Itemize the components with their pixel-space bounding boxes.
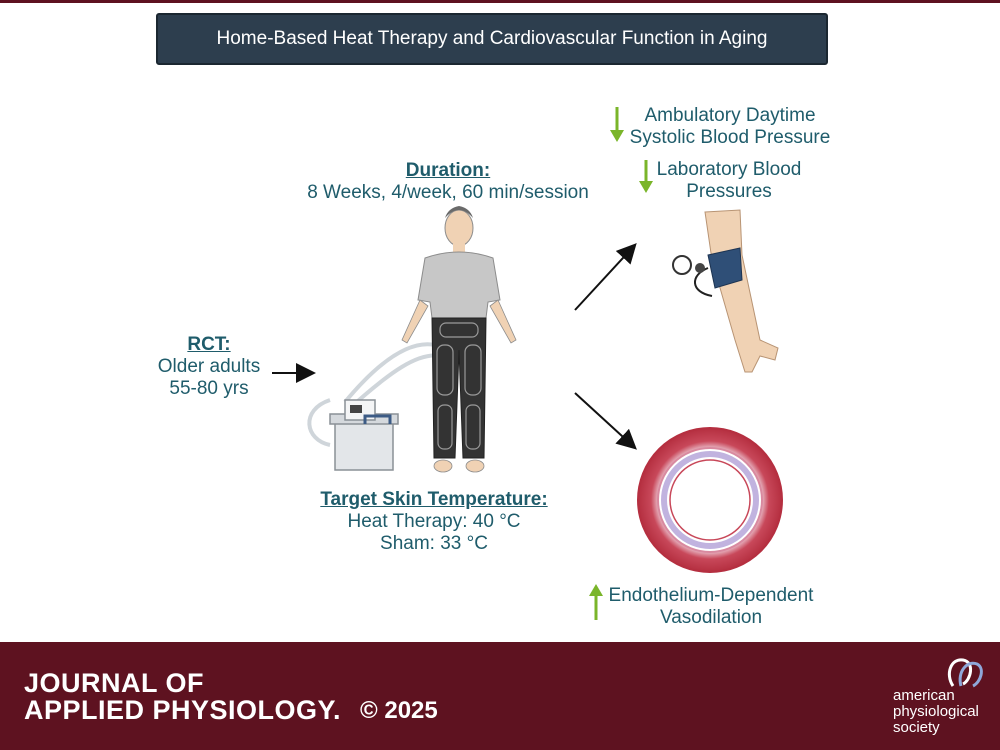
laboratory-outcome: Laboratory Blood Pressures <box>648 159 810 203</box>
target-heading: Target Skin Temperature: <box>320 489 548 510</box>
ambulatory-line2: Systolic Blood Pressure <box>629 127 831 148</box>
society-name: american physiological society <box>893 688 979 736</box>
laboratory-line2: Pressures <box>686 181 772 202</box>
rct-label: RCT: Older adults 55-80 yrs <box>150 334 268 400</box>
ambulatory-outcome: Ambulatory Daytime Systolic Blood Pressu… <box>620 105 840 149</box>
rct-line2: 55-80 yrs <box>169 378 249 399</box>
arm-cuff-icon <box>672 209 779 373</box>
target-line2: Sham: 33 °C <box>380 533 488 554</box>
down-arrow-ambulatory-icon <box>610 107 624 142</box>
up-arrow-endothelium-icon <box>589 584 603 620</box>
endothelium-line2: Vasodilation <box>659 607 763 628</box>
artery-cross-section-icon <box>637 427 783 573</box>
society-line3: society <box>893 719 940 736</box>
rct-heading: RCT: <box>187 334 231 355</box>
person-to-artery-arrow <box>574 392 637 450</box>
copyright-text: © 2025 <box>360 697 438 724</box>
rct-line1: Older adults <box>157 356 261 377</box>
diagram-artwork <box>272 107 783 620</box>
title-text: Home-Based Heat Therapy and Cardiovascul… <box>216 28 768 49</box>
journal-line2: APPLIED PHYSIOLOGY. <box>24 695 342 725</box>
aps-logo-icon <box>947 658 983 688</box>
duration-heading: Duration: <box>405 160 491 181</box>
person-icon <box>401 206 517 473</box>
footer-bar: JOURNAL OF APPLIED PHYSIOLOGY. © 2025 am… <box>0 642 1000 750</box>
society-line1: american <box>893 687 955 704</box>
target-temp-label: Target Skin Temperature: Heat Therapy: 4… <box>300 489 568 555</box>
duration-detail: 8 Weeks, 4/week, 60 min/session <box>307 182 589 203</box>
top-border <box>0 0 1000 3</box>
down-arrow-laboratory-icon <box>639 160 653 193</box>
person-to-arm-arrow <box>574 243 637 311</box>
duration-label: Duration: 8 Weeks, 4/week, 60 min/sessio… <box>296 160 600 204</box>
title-banner: Home-Based Heat Therapy and Cardiovascul… <box>156 13 828 65</box>
laboratory-line1: Laboratory Blood <box>656 159 802 180</box>
journal-line1: JOURNAL OF <box>24 668 205 698</box>
ambulatory-line1: Ambulatory Daytime <box>644 105 816 126</box>
water-bath-icon <box>307 342 441 471</box>
endothelium-line1: Endothelium-Dependent <box>608 585 814 606</box>
society-line2: physiological <box>893 703 979 720</box>
target-line1: Heat Therapy: 40 °C <box>347 511 521 532</box>
endothelium-outcome: Endothelium-Dependent Vasodilation <box>600 585 822 629</box>
journal-name: JOURNAL OF APPLIED PHYSIOLOGY. <box>24 670 341 724</box>
